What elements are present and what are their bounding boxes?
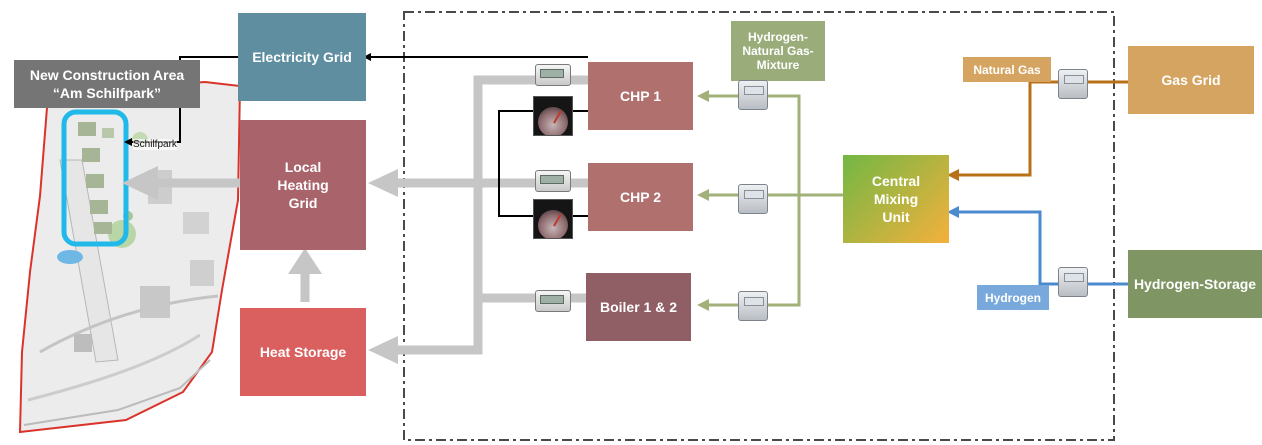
street-label: Schilfpark xyxy=(133,139,177,150)
hydrogen-line xyxy=(950,212,1128,284)
central-mixing-unit-node: Central Mixing Unit xyxy=(843,155,949,243)
local-heating-grid-node: Local Heating Grid xyxy=(240,120,366,250)
construction-area-name: “Am Schilfpark” xyxy=(53,84,161,102)
power-gauge-icon xyxy=(533,96,573,136)
mixture-lines xyxy=(700,96,843,305)
electricity-grid-node: Electricity Grid xyxy=(238,13,366,101)
natural-gas-label: Natural Gas xyxy=(963,57,1051,82)
heat-meter-icon xyxy=(535,64,571,86)
power-gauge-icon xyxy=(533,199,573,239)
site-map xyxy=(20,82,240,432)
gas-meter-icon xyxy=(738,80,768,110)
gas-meter-icon xyxy=(738,184,768,214)
hydrogen-storage-node: Hydrogen-Storage xyxy=(1128,250,1262,318)
hydrogen-mixture-label: Hydrogen-Natural Gas-Mixture xyxy=(731,21,825,81)
chp2-node: CHP 2 xyxy=(588,163,693,231)
heat-meter-icon xyxy=(535,290,571,312)
boiler-node: Boiler 1 & 2 xyxy=(586,273,691,341)
gas-grid-node: Gas Grid xyxy=(1128,46,1254,114)
gas-meter-icon xyxy=(738,291,768,321)
construction-area-title: New Construction Area xyxy=(30,66,184,84)
chp1-node: CHP 1 xyxy=(588,62,693,130)
hydrogen-label: Hydrogen xyxy=(977,285,1049,310)
heat-storage-node: Heat Storage xyxy=(240,308,366,396)
heat-meter-icon xyxy=(535,170,571,192)
gas-meter-icon xyxy=(1058,69,1088,99)
construction-area-label: New Construction Area “Am Schilfpark” xyxy=(14,60,200,108)
natural-gas-line xyxy=(950,82,1128,175)
gas-meter-icon xyxy=(1058,267,1088,297)
